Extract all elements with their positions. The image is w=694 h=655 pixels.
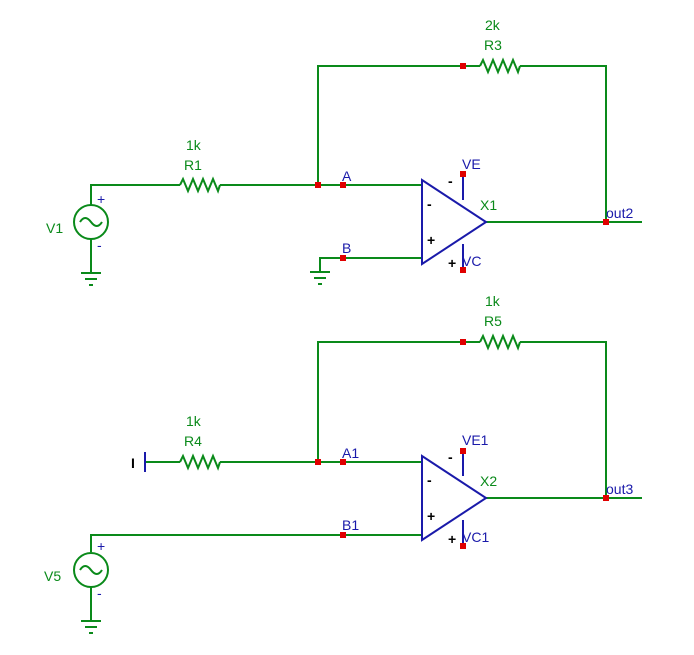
node-ve1-label: VE1	[462, 432, 489, 448]
node-a1-label: A1	[342, 445, 359, 461]
node-dot-vc1	[460, 543, 466, 549]
node-dot-a	[340, 182, 346, 188]
resistor-r5[interactable]	[479, 333, 521, 351]
node-dot-ve	[460, 171, 466, 177]
r3-name: R3	[484, 37, 502, 53]
x2-inverting-sign: -	[427, 472, 432, 488]
node-out2-label: out2	[606, 205, 633, 221]
r1-value: 1k	[186, 137, 202, 153]
x2-pos-supply-sign: -	[448, 449, 453, 465]
x1-neg-supply-sign: +	[448, 255, 456, 271]
r5-value: 1k	[485, 293, 501, 309]
node-vc-label: VC	[462, 253, 481, 269]
voltage-source-v1[interactable]	[73, 204, 109, 272]
r1-name: R1	[184, 157, 202, 173]
node-out3-label: out3	[606, 481, 633, 497]
node-ve-label: VE	[462, 156, 481, 172]
opamp-x1[interactable]	[421, 175, 488, 270]
x2-name: X2	[480, 473, 497, 489]
x1-pos-supply-sign: -	[448, 173, 453, 189]
node-b1-label: B1	[342, 517, 359, 533]
node-vc1-label: VC1	[462, 529, 489, 545]
node-dot-out2	[603, 219, 609, 225]
feedback-wire-2	[317, 341, 607, 498]
r3-value: 2k	[485, 17, 501, 33]
circuit-2: 1k R5 I 1k R4 + - V5	[44, 293, 642, 634]
node-dot-ve1	[460, 448, 466, 454]
resistor-r1[interactable]	[179, 176, 221, 194]
junction-dot	[315, 459, 321, 465]
ground-icon	[310, 271, 330, 285]
r4-value: 1k	[186, 413, 202, 429]
ground-icon	[81, 620, 101, 634]
circuit-1: 2k R3 1k R1 + - V1	[46, 17, 642, 286]
junction-dot	[315, 182, 321, 188]
node-b-label: B	[342, 240, 351, 256]
r4-name: R4	[184, 433, 202, 449]
v1-plus-sign: +	[97, 191, 105, 207]
x2-noninverting-sign: +	[427, 508, 435, 524]
v5-name: V5	[44, 568, 61, 584]
r5-name: R5	[484, 313, 502, 329]
opamp-x2[interactable]	[421, 452, 488, 546]
node-dot-b	[340, 255, 346, 261]
resistor-r3[interactable]	[479, 57, 521, 75]
v1-minus-sign: -	[97, 237, 102, 253]
ground-icon	[81, 272, 101, 286]
node-a-label: A	[342, 168, 352, 184]
node-dot-vc	[460, 267, 466, 273]
voltage-source-v5[interactable]	[73, 552, 109, 620]
x1-name: X1	[480, 197, 497, 213]
b-wire-1	[319, 257, 422, 271]
x1-noninverting-sign: +	[427, 232, 435, 248]
node-dot-r5	[460, 339, 466, 345]
node-dot-out3	[603, 495, 609, 501]
node-dot-a1	[340, 459, 346, 465]
node-dot-r3	[460, 63, 466, 69]
resistor-r4[interactable]	[179, 453, 221, 471]
node-dot-b1	[340, 532, 346, 538]
x2-neg-supply-sign: +	[448, 531, 456, 547]
input-wire-1	[90, 184, 422, 205]
feedback-wire-1	[317, 65, 607, 222]
terminal-marker: I	[131, 455, 135, 471]
v5-minus-sign: -	[97, 585, 102, 601]
v5-plus-sign: +	[97, 538, 105, 554]
x1-inverting-sign: -	[427, 196, 432, 212]
b-wire-2	[90, 534, 422, 552]
v1-name: V1	[46, 220, 63, 236]
